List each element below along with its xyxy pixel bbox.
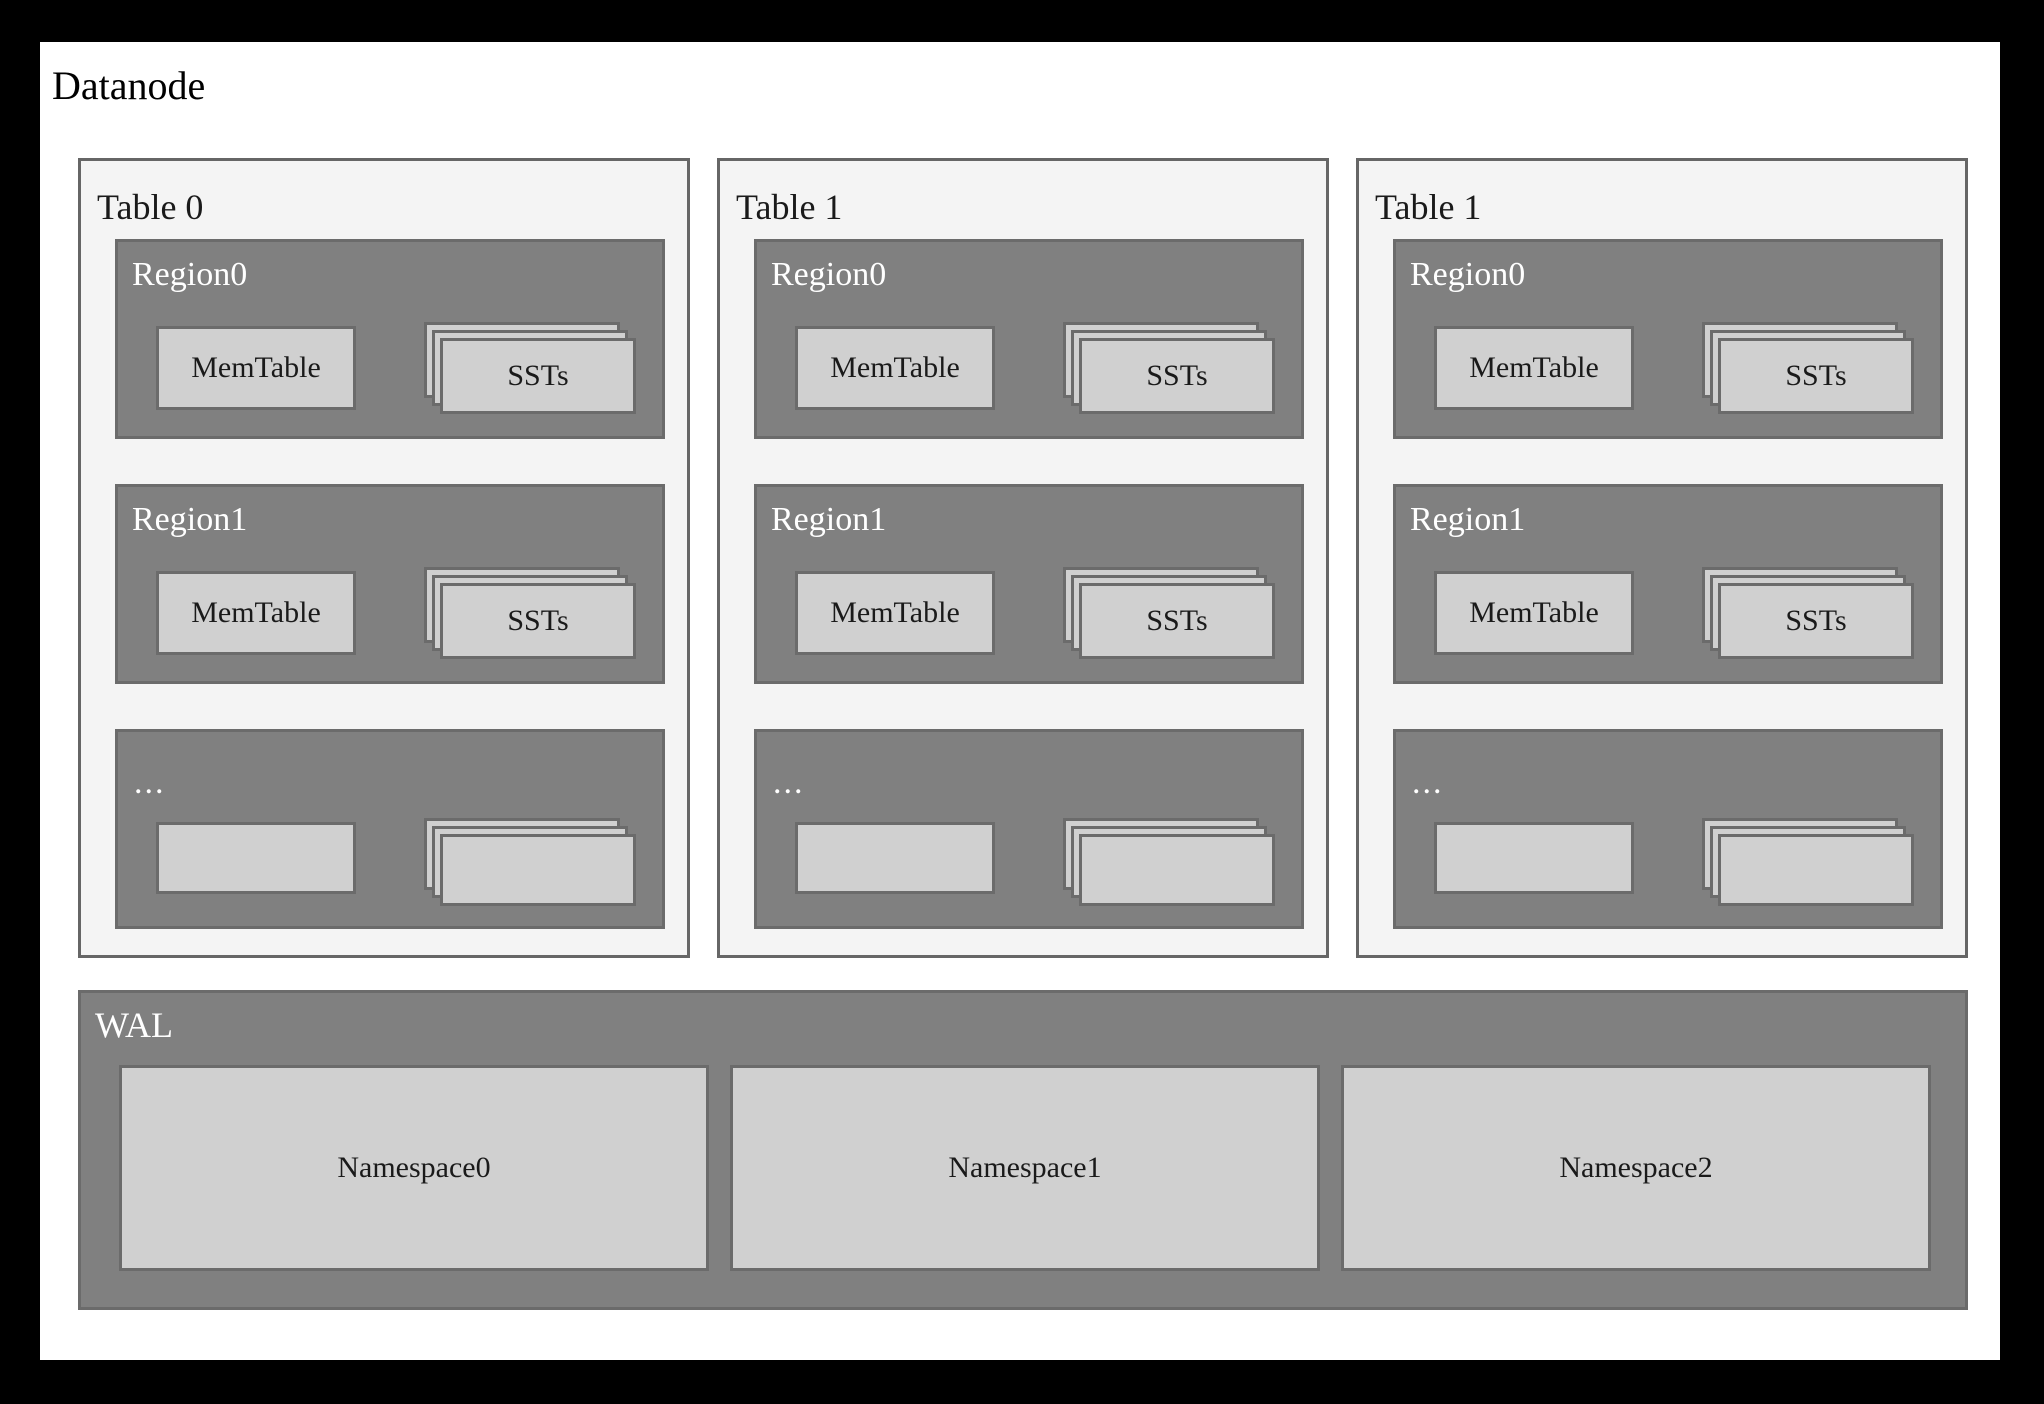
ellipsis-label: ... bbox=[134, 764, 166, 801]
region-block[interactable]: Region0 MemTable SSTs bbox=[115, 239, 665, 439]
region-body bbox=[795, 818, 1279, 922]
region-label: Region1 bbox=[1410, 501, 1526, 538]
region-block[interactable]: Region0 MemTable SSTs bbox=[754, 239, 1304, 439]
region-block[interactable]: Region0 MemTable SSTs bbox=[1393, 239, 1943, 439]
sst-layer-front: SSTs bbox=[1718, 583, 1914, 659]
sst-stack[interactable] bbox=[1063, 818, 1275, 910]
memtable-box[interactable]: MemTable bbox=[1434, 326, 1634, 410]
table-label: Table 1 bbox=[736, 187, 843, 227]
region-block[interactable]: Region1 MemTable SSTs bbox=[754, 484, 1304, 684]
table-panel[interactable]: Table 1 Region0 MemTable SSTs Region1 bbox=[717, 158, 1329, 958]
sst-layer-front: SSTs bbox=[1079, 583, 1275, 659]
sst-layer-front bbox=[440, 834, 636, 906]
region-body: MemTable SSTs bbox=[156, 567, 640, 659]
region-body bbox=[1434, 818, 1918, 922]
region-block-more[interactable]: ... bbox=[754, 729, 1304, 929]
table-label: Table 0 bbox=[97, 187, 204, 227]
namespace-box[interactable]: Namespace2 bbox=[1341, 1065, 1931, 1271]
memtable-box[interactable] bbox=[156, 822, 356, 894]
ellipsis-label: ... bbox=[773, 764, 805, 801]
tables-row: Table 0 Region0 MemTable SSTs Region1 bbox=[78, 158, 1968, 958]
region-label: Region0 bbox=[132, 256, 248, 293]
sst-layer-front bbox=[1079, 834, 1275, 906]
region-block[interactable]: Region1 MemTable SSTs bbox=[1393, 484, 1943, 684]
regions-wrap: Region0 MemTable SSTs Region1 MemTable bbox=[115, 239, 665, 929]
memtable-box[interactable] bbox=[1434, 822, 1634, 894]
region-body bbox=[156, 818, 640, 922]
region-label: Region1 bbox=[132, 501, 248, 538]
namespace-box[interactable]: Namespace1 bbox=[730, 1065, 1320, 1271]
region-block-more[interactable]: ... bbox=[1393, 729, 1943, 929]
region-body: MemTable SSTs bbox=[795, 322, 1279, 414]
region-label: Region0 bbox=[1410, 256, 1526, 293]
table-label: Table 1 bbox=[1375, 187, 1482, 227]
sst-stack[interactable] bbox=[1702, 818, 1914, 910]
region-body: MemTable SSTs bbox=[156, 322, 640, 414]
regions-wrap: Region0 MemTable SSTs Region1 MemTable bbox=[1393, 239, 1943, 929]
sst-stack[interactable]: SSTs bbox=[1063, 322, 1275, 414]
region-body: MemTable SSTs bbox=[1434, 322, 1918, 414]
region-block-more[interactable]: ... bbox=[115, 729, 665, 929]
memtable-box[interactable]: MemTable bbox=[1434, 571, 1634, 655]
memtable-box[interactable]: MemTable bbox=[156, 571, 356, 655]
region-body: MemTable SSTs bbox=[1434, 567, 1918, 659]
memtable-box[interactable]: MemTable bbox=[156, 326, 356, 410]
sst-layer-front: SSTs bbox=[1718, 338, 1914, 414]
region-label: Region0 bbox=[771, 256, 887, 293]
sst-stack[interactable]: SSTs bbox=[1063, 567, 1275, 659]
regions-wrap: Region0 MemTable SSTs Region1 MemTable bbox=[754, 239, 1304, 929]
sst-layer-front: SSTs bbox=[1079, 338, 1275, 414]
diagram-canvas: Datanode Table 0 Region0 MemTable SSTs bbox=[40, 42, 2000, 1360]
region-body: MemTable SSTs bbox=[795, 567, 1279, 659]
sst-stack[interactable]: SSTs bbox=[1702, 322, 1914, 414]
table-panel[interactable]: Table 1 Region0 MemTable SSTs Region1 bbox=[1356, 158, 1968, 958]
memtable-box[interactable]: MemTable bbox=[795, 571, 995, 655]
table-panel[interactable]: Table 0 Region0 MemTable SSTs Region1 bbox=[78, 158, 690, 958]
sst-stack[interactable]: SSTs bbox=[424, 322, 636, 414]
memtable-box[interactable] bbox=[795, 822, 995, 894]
ellipsis-label: ... bbox=[1412, 764, 1444, 801]
namespaces-row: Namespace0 Namespace1 Namespace2 bbox=[119, 1065, 1931, 1271]
memtable-box[interactable]: MemTable bbox=[795, 326, 995, 410]
sst-layer-front: SSTs bbox=[440, 338, 636, 414]
wal-block[interactable]: WAL Namespace0 Namespace1 Namespace2 bbox=[78, 990, 1968, 1310]
sst-stack[interactable]: SSTs bbox=[1702, 567, 1914, 659]
wal-label: WAL bbox=[95, 1005, 173, 1045]
region-block[interactable]: Region1 MemTable SSTs bbox=[115, 484, 665, 684]
namespace-box[interactable]: Namespace0 bbox=[119, 1065, 709, 1271]
sst-layer-front: SSTs bbox=[440, 583, 636, 659]
sst-stack[interactable]: SSTs bbox=[424, 567, 636, 659]
region-label: Region1 bbox=[771, 501, 887, 538]
sst-stack[interactable] bbox=[424, 818, 636, 910]
sst-layer-front bbox=[1718, 834, 1914, 906]
page-title: Datanode bbox=[52, 63, 206, 108]
